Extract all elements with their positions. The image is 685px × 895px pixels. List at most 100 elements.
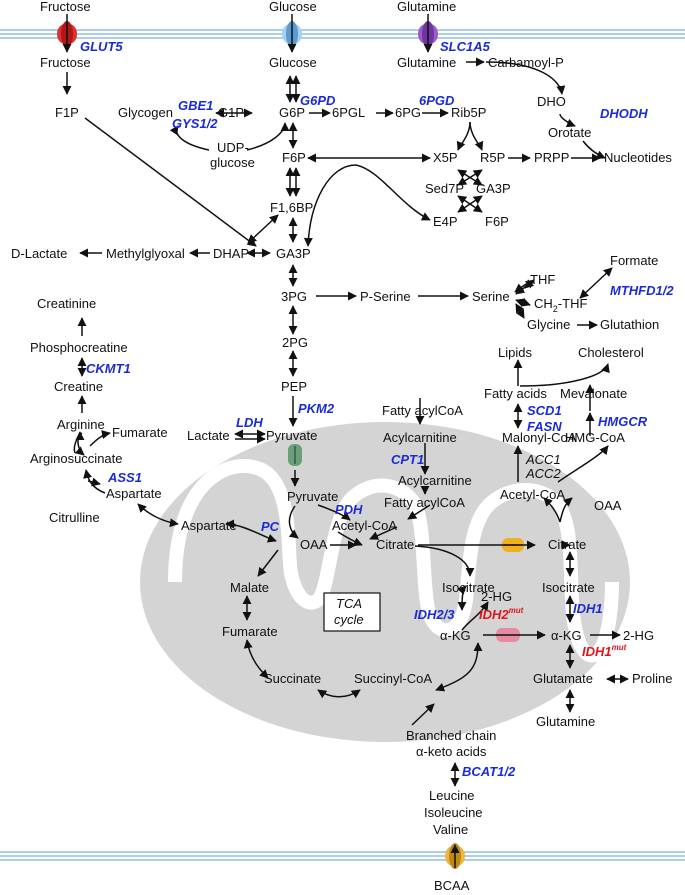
formate-label: Formate (610, 253, 658, 268)
ckmt1-enzyme-label: CKMT1 (86, 361, 131, 376)
glutamine-extracellular-label: Glutamine (397, 0, 456, 14)
thf-label: THF (530, 272, 555, 287)
glycine-label: Glycine (527, 317, 570, 332)
gys12-enzyme-label: GYS1/2 (172, 116, 218, 131)
mpc-transporter-icon (288, 444, 302, 466)
acc2-label: ACC2 (525, 466, 561, 481)
hmgcr-enzyme-label: HMGCR (598, 414, 648, 429)
keto-acids-label: α-keto acids (416, 744, 487, 759)
cpt1-enzyme-label: CPT1 (391, 452, 424, 467)
idh2-mut-label: IDH2mut (479, 606, 524, 622)
3pg-label: 3PG (281, 289, 307, 304)
dhodh-enzyme-label: DHODH (600, 106, 648, 121)
glucose-extracellular-label: Glucose (269, 0, 317, 14)
akg-label: α-KG (440, 628, 471, 643)
d-lactate-label: D-Lactate (11, 246, 67, 261)
fatty-acylcoa-label: Fatty acylCoA (382, 403, 463, 418)
glutathion-label: Glutathion (600, 317, 659, 332)
ch2-thf-label: CH2-THF (534, 296, 587, 314)
sed7p-label: Sed7P (425, 181, 464, 196)
orotate-label: Orotate (548, 125, 591, 140)
citrate-label: Citrate (376, 537, 414, 552)
g6p-label: G6P (279, 105, 305, 120)
idh23-enzyme-label: IDH2/3 (414, 607, 455, 622)
f6p-ppp-label: F6P (485, 214, 509, 229)
carbamoyl-p-label: Carbamoyl-P (488, 55, 564, 70)
aspartate-mito-label: Aspartate (181, 518, 237, 533)
lactate-label: Lactate (187, 428, 230, 443)
g6pd-enzyme-label: G6PD (300, 93, 336, 108)
fumarate-label: Fumarate (222, 624, 278, 639)
glucose-label: Glucose (269, 55, 317, 70)
creatinine-label: Creatinine (37, 296, 96, 311)
isocitrate-label: Isocitrate (442, 580, 495, 595)
prpp-label: PRPP (534, 150, 569, 165)
acetyl-coa-cytosol-label: Acetyl-CoA (500, 487, 565, 502)
akg-cytosol-label: α-KG (551, 628, 582, 643)
e4p-label: E4P (433, 214, 458, 229)
ldh-enzyme-label: LDH (236, 415, 263, 430)
2hg-cytosol-label: 2-HG (623, 628, 654, 643)
pdh-enzyme-label: PDH (335, 502, 363, 517)
pkm2-enzyme-label: PKM2 (298, 401, 335, 416)
succinyl-coa-label: Succinyl-CoA (354, 671, 432, 686)
mthfd12-enzyme-label: MTHFD1/2 (610, 283, 674, 298)
bcaa-label: BCAA (434, 878, 470, 893)
glutamate-label: Glutamate (533, 671, 593, 686)
6pg-label: 6PG (395, 105, 421, 120)
fumarate-urea-label: Fumarate (112, 425, 168, 440)
f6p-label: F6P (282, 150, 306, 165)
x5p-label: X5P (433, 150, 458, 165)
f1p-label: F1P (55, 105, 79, 120)
pyruvate-label: Pyruvate (266, 428, 317, 443)
acetyl-coa-mito-label: Acetyl-CoA (332, 518, 397, 533)
scd1-enzyme-label: SCD1 (527, 403, 562, 418)
6pgd-enzyme-label: 6PGD (419, 93, 455, 108)
pep-label: PEP (281, 379, 307, 394)
ga3p-ppp-label: GA3P (476, 181, 511, 196)
glut5-enzyme-label: GLUT5 (80, 39, 123, 54)
lipids-label: Lipids (498, 345, 532, 360)
cholesterol-label: Cholesterol (578, 345, 644, 360)
dhap-label: DHAP (213, 246, 249, 261)
proline-label: Proline (632, 671, 672, 686)
p-serine-label: P-Serine (360, 289, 411, 304)
isocitrate-cytosol-label: Isocitrate (542, 580, 595, 595)
oaa-label: OAA (300, 537, 328, 552)
aspartate-urea-label: Aspartate (106, 486, 162, 501)
tca-cycle-box (323, 592, 381, 632)
branched-chain-label: Branched chain (406, 728, 496, 743)
udp-glucose-label-1: UDP- (217, 140, 249, 155)
argininosuccinate-label: Arginosuccinate (30, 451, 123, 466)
valine-label: Valine (433, 822, 468, 837)
methylglyoxal-label: Methylglyoxal (106, 246, 185, 261)
glutamine-label: Glutamine (397, 55, 456, 70)
arginine-label: Arginine (57, 417, 105, 432)
dho-label: DHO (537, 94, 566, 109)
malate-label: Malate (230, 580, 269, 595)
leucine-label: Leucine (429, 788, 475, 803)
2pg-label: 2PG (282, 335, 308, 350)
glycogen-label: Glycogen (118, 105, 173, 120)
hmg-coa-label: HMG-CoA (565, 430, 625, 445)
idh1-enzyme-label: IDH1 (573, 601, 603, 616)
plasma-membrane-bottom (0, 851, 685, 861)
slc1a5-enzyme-label: SLC1A5 (440, 39, 491, 54)
bcat12-enzyme-label: BCAT1/2 (462, 764, 516, 779)
glutamine-cytosol-label: Glutamine (536, 714, 595, 729)
cycle-label: cycle (334, 612, 364, 627)
phosphocreatine-label: Phosphocreatine (30, 340, 128, 355)
acc1-label: ACC1 (525, 452, 561, 467)
acylcarnitine-mito-label: Acylcarnitine (398, 473, 472, 488)
ass1-enzyme-label: ASS1 (107, 470, 142, 485)
oaa-cytosol-label: OAA (594, 498, 622, 513)
citrate-cytosol-label: Citrate (548, 537, 586, 552)
tca-label: TCA (336, 596, 362, 611)
rib5p-label: Rib5P (451, 105, 486, 120)
6pgl-label: 6PGL (332, 105, 365, 120)
r5p-label: R5P (480, 150, 505, 165)
udp-glucose-label-2: glucose (210, 155, 255, 170)
idh1-mut-label: IDH1mut (582, 643, 627, 659)
